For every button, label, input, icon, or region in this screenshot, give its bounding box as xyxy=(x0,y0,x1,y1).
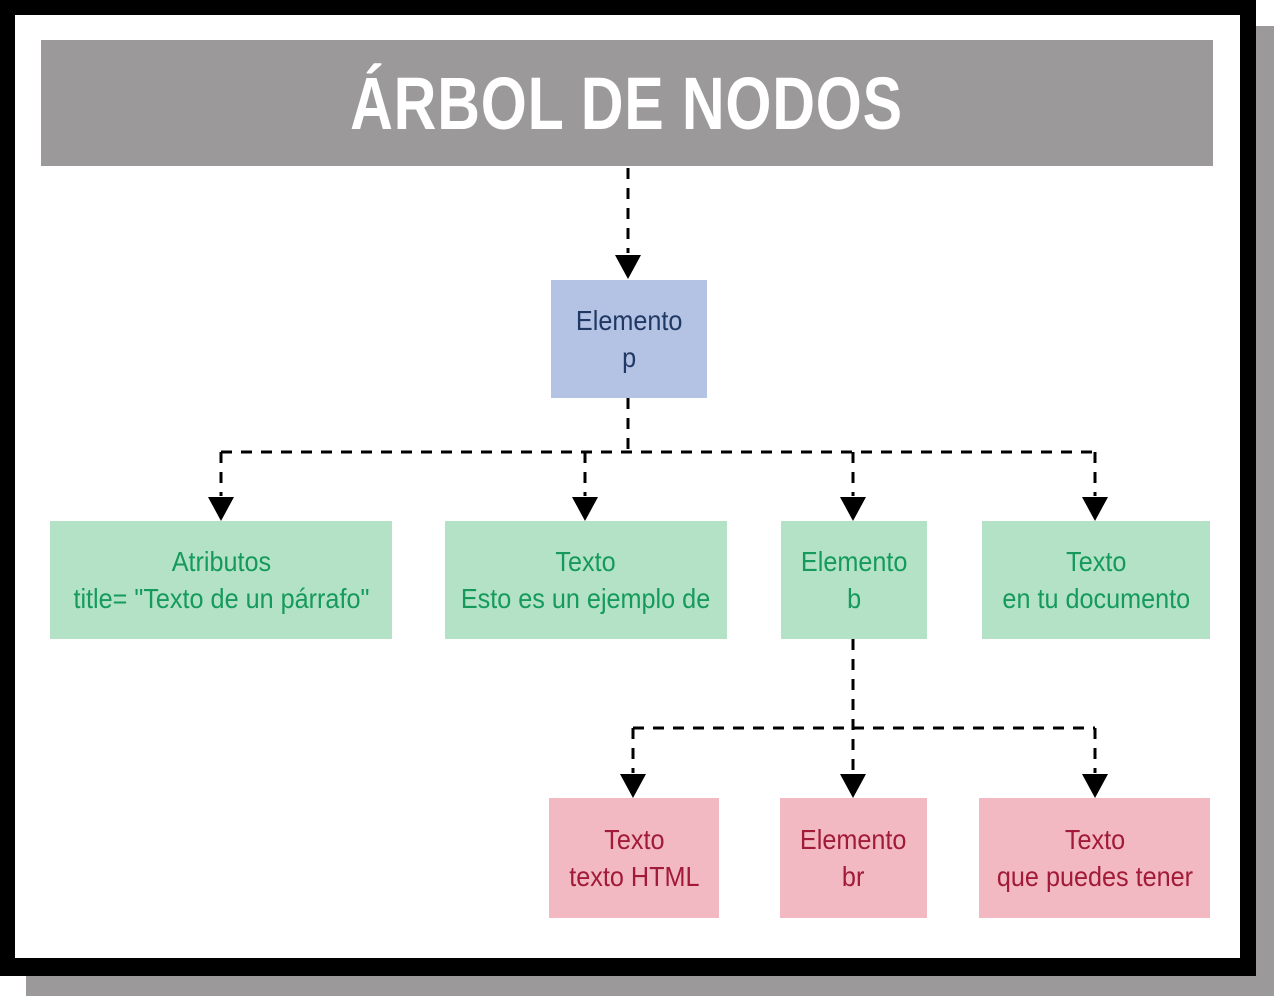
node-text-line: Texto xyxy=(1064,824,1125,855)
node-text-line: p xyxy=(621,342,637,373)
node-atributos-label: Atributos title= "Texto de un párrafo" xyxy=(73,543,369,617)
diagram-title: ÁRBOL DE NODOS xyxy=(350,61,904,145)
title-bar: ÁRBOL DE NODOS xyxy=(41,40,1213,166)
node-elemento-p-label: Elemento p xyxy=(576,302,682,376)
node-elemento-p: Elemento p xyxy=(551,280,707,398)
node-elemento-b: Elemento b xyxy=(781,521,927,639)
node-texto-html-label: Texto texto HTML xyxy=(569,821,699,895)
node-text-line: Esto es un ejemplo de xyxy=(461,583,711,614)
node-text-line: Atributos xyxy=(171,546,271,577)
node-texto-html: Texto texto HTML xyxy=(549,798,719,918)
node-text-line: Texto xyxy=(1065,546,1127,577)
node-elemento-br-label: Elemento br xyxy=(800,821,906,895)
node-text-line: Texto xyxy=(603,824,665,855)
node-texto-documento: Texto en tu documento xyxy=(982,521,1210,639)
node-text-line: texto HTML xyxy=(568,861,700,892)
node-texto-ejemplo: Texto Esto es un ejemplo de xyxy=(445,521,727,639)
node-texto-documento-label: Texto en tu documento xyxy=(1002,543,1190,617)
node-texto-puedes-tener-label: Texto que puedes tener xyxy=(996,821,1192,895)
node-text-line: br xyxy=(842,861,865,892)
node-text-line: Elemento xyxy=(575,305,683,336)
node-elemento-b-label: Elemento b xyxy=(801,543,907,617)
node-text-line: Elemento xyxy=(800,546,908,577)
node-text-line: title= "Texto de un párrafo" xyxy=(73,583,369,614)
node-text-line: Texto xyxy=(555,546,617,577)
node-elemento-br: Elemento br xyxy=(780,798,927,918)
node-atributos: Atributos title= "Texto de un párrafo" xyxy=(50,521,392,639)
node-text-line: que puedes tener xyxy=(996,861,1193,892)
node-text-line: Elemento xyxy=(800,824,907,855)
node-texto-puedes-tener: Texto que puedes tener xyxy=(979,798,1210,918)
node-text-line: en tu documento xyxy=(1002,583,1190,614)
node-text-line: b xyxy=(846,583,862,614)
node-texto-ejemplo-label: Texto Esto es un ejemplo de xyxy=(461,543,710,617)
